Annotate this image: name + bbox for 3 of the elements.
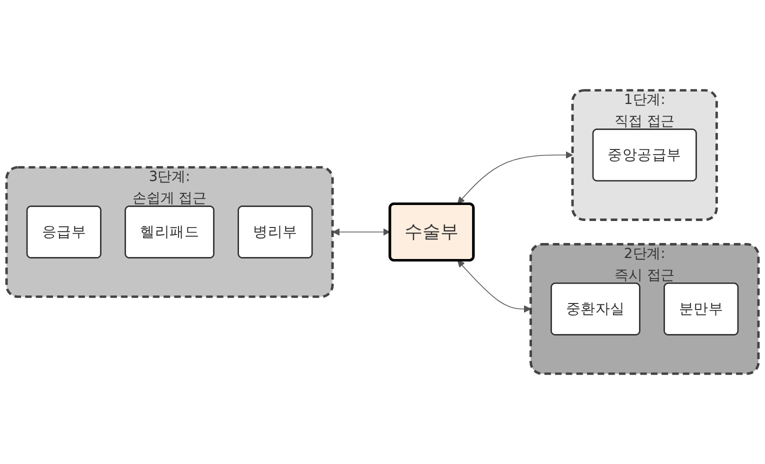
arrow xyxy=(332,228,390,236)
arrow xyxy=(457,151,573,204)
arrow xyxy=(457,260,532,313)
